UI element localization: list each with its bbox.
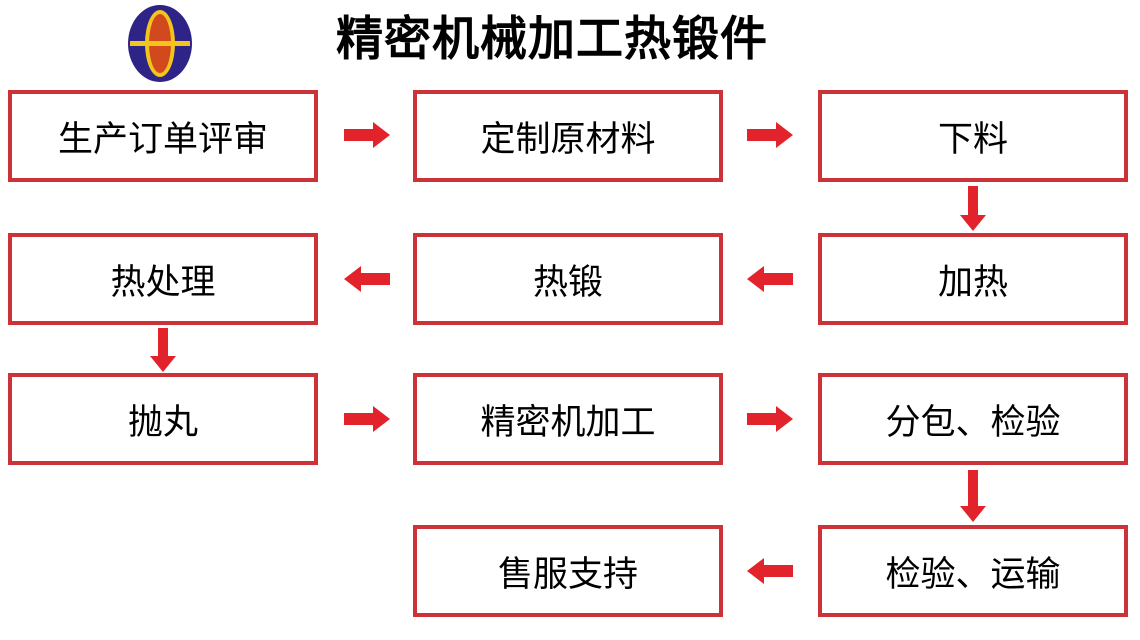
flow-node-heat-treatment: 热处理 bbox=[8, 233, 318, 325]
arrow-right-icon bbox=[344, 122, 390, 148]
flow-node-subpack-inspection: 分包、检验 bbox=[818, 373, 1128, 465]
flow-node-aftersales-support: 售服支持 bbox=[413, 525, 723, 617]
flow-node-heating: 加热 bbox=[818, 233, 1128, 325]
flow-node-shot-blasting: 抛丸 bbox=[8, 373, 318, 465]
flow-node-hot-forging: 热锻 bbox=[413, 233, 723, 325]
arrow-left-icon bbox=[344, 266, 390, 292]
flow-node-custom-raw-material: 定制原材料 bbox=[413, 90, 723, 182]
flow-node-precision-machining: 精密机加工 bbox=[413, 373, 723, 465]
arrow-left-icon bbox=[747, 266, 793, 292]
logo-horizontal-bar bbox=[130, 40, 190, 46]
flow-node-inspection-shipping: 检验、运输 bbox=[818, 525, 1128, 617]
arrow-left-icon bbox=[747, 558, 793, 584]
flow-node-blanking: 下料 bbox=[818, 90, 1128, 182]
arrow-down-icon bbox=[150, 328, 176, 372]
arrow-down-icon bbox=[960, 186, 986, 231]
diagram-title: 精密机械加工热锻件 bbox=[336, 12, 768, 67]
arrow-right-icon bbox=[344, 406, 390, 432]
arrow-right-icon bbox=[747, 406, 793, 432]
arrow-right-icon bbox=[747, 122, 793, 148]
flow-node-order-review: 生产订单评审 bbox=[8, 90, 318, 182]
arrow-down-icon bbox=[960, 470, 986, 522]
company-theta-logo-icon bbox=[128, 5, 192, 82]
